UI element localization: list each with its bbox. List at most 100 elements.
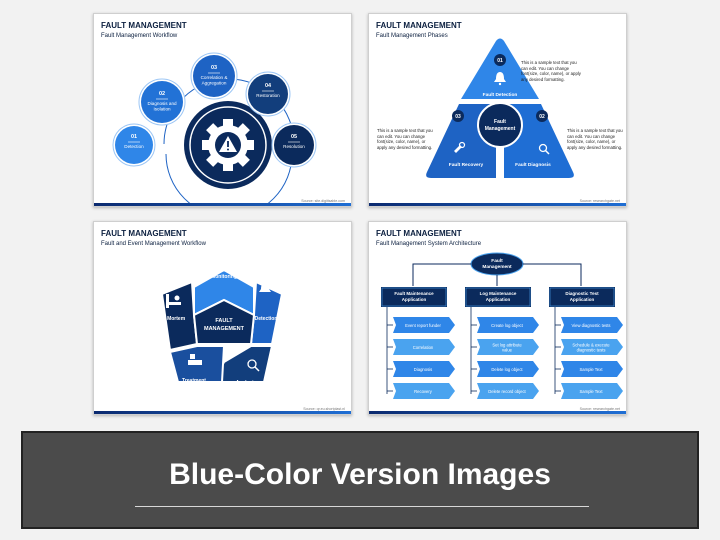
phase-triangle-top: [461, 38, 539, 99]
column-item: [477, 383, 539, 399]
step-number: 02: [159, 91, 165, 97]
root-node: [470, 252, 524, 276]
column-header-label: Log Maintenance: [480, 291, 517, 296]
column-item: [561, 339, 623, 355]
bottom-bar: [94, 411, 351, 414]
root-label-2: Management: [482, 264, 512, 270]
column-header-label: Fault Maintenance: [394, 291, 434, 296]
column-item-label: Schedule & execute: [572, 343, 610, 348]
step-number: 03: [211, 65, 217, 71]
bell-icon: [259, 283, 271, 292]
column-item: [393, 383, 455, 399]
sample-text-right-top: This is a sample text that you can edit.…: [521, 60, 581, 82]
column-item-label: Delete log object: [491, 367, 523, 372]
slide-fault-workflow[interactable]: FAULT MANAGEMENT Fault Management Workfl…: [93, 13, 352, 207]
banner-title: Blue-Color Version Images: [169, 458, 551, 491]
phase-number: 02: [539, 114, 545, 120]
bottom-bar: [94, 203, 351, 206]
segment-label: Monitoring: [211, 274, 237, 280]
column-header: [465, 287, 531, 307]
magnifier-icon: [247, 359, 260, 372]
step-label: Restoration: [256, 93, 280, 98]
sample-text-left: This is a sample text that you can edit.…: [377, 128, 433, 150]
segment-label: Analysis: [236, 380, 257, 386]
segment-detection: [249, 280, 284, 345]
step-label: Correlation &: [201, 75, 228, 80]
segment-label: Post Mortem: [155, 316, 186, 322]
column-item: [561, 383, 623, 399]
column-item: [477, 317, 539, 333]
slide-title: FAULT MANAGEMENT: [101, 21, 187, 30]
column-item-label: View diagnostic tests: [571, 323, 610, 328]
center-circle: [477, 102, 523, 148]
segment-label: Treatment: [182, 378, 206, 384]
column-header: [381, 287, 447, 307]
slide-subtitle: Fault Management Phases: [376, 33, 448, 39]
column-header: [549, 287, 615, 307]
slide-system-architecture[interactable]: FAULT MANAGEMENT Fault Management System…: [368, 221, 627, 415]
phase-label: Fault Diagnosis: [515, 162, 551, 168]
center-label-2: MANAGEMENT: [204, 326, 245, 332]
segment-analysis: [212, 345, 274, 383]
post-mortem-icon: [166, 294, 181, 308]
source-text: Source: qr.eu.shortplast.nl: [303, 407, 345, 411]
column-item-label: Sample Text: [580, 389, 604, 394]
step-number: 04: [265, 83, 272, 89]
slide-event-workflow[interactable]: FAULT MANAGEMENT Fault and Event Managem…: [93, 221, 352, 415]
phase-number-badge: [536, 110, 548, 122]
phase-label: Fault Recovery: [449, 162, 484, 168]
source-text: Source: researchgate.net: [579, 407, 620, 411]
center-label-2: Management: [485, 126, 516, 132]
center-pentagon: [192, 298, 256, 345]
slide-fault-phases[interactable]: FAULT MANAGEMENT Fault Management Phases…: [368, 13, 627, 207]
column-header-label: Application: [486, 297, 511, 302]
segment-post-mortem: [160, 280, 199, 352]
connector-right: [523, 263, 582, 286]
step-label: Isolation: [153, 107, 171, 112]
magnifier-icon: [538, 143, 550, 155]
wrench-icon: [454, 141, 466, 153]
step-number: 05: [291, 134, 297, 140]
center-label-1: FAULT: [215, 318, 233, 324]
column-item-label: Create log object: [491, 323, 523, 328]
pentagon-diagram: FAULT MANAGEMENT MonitoringDetectionAnal…: [155, 257, 284, 386]
column-item-label: Set log attribute: [492, 343, 522, 348]
column-item: [477, 361, 539, 377]
column-item-label: Delete record object: [488, 389, 526, 394]
column-header-label: Application: [402, 297, 427, 302]
step-label: Diagnosis and: [147, 101, 177, 106]
column-item: [477, 339, 539, 355]
source-text: Source: site.digitisable.com: [301, 199, 345, 203]
step-label: Detection: [124, 144, 144, 149]
slide-title: FAULT MANAGEMENT: [101, 229, 187, 238]
slide-subtitle: Fault and Event Management Workflow: [101, 241, 206, 247]
sample-text-right: This is a sample text that you can edit.…: [567, 128, 623, 150]
column-item-label: Recovery: [414, 389, 433, 394]
column-item: [561, 361, 623, 377]
column-header-label: Application: [570, 297, 595, 302]
column-item-label: Diagnosis: [414, 367, 432, 372]
banner-divider: [135, 506, 589, 507]
step-label: Resolution: [283, 144, 305, 149]
monitor-icon: [215, 257, 233, 272]
phase-label: Fault Detection: [483, 92, 518, 98]
bell-icon: [494, 72, 506, 86]
connector-left: [412, 263, 471, 286]
workflow-arc-lower: [165, 153, 293, 206]
column-item: [393, 317, 455, 333]
slide-subtitle: Fault Management Workflow: [101, 33, 178, 39]
segment-label: Detection: [255, 316, 278, 322]
column-item-label: Event report funder: [405, 323, 441, 328]
center-label-1: Fault: [494, 119, 506, 125]
slide-title: FAULT MANAGEMENT: [376, 21, 462, 30]
column-item-label: value: [502, 348, 513, 353]
treatment-icon: [188, 354, 202, 365]
